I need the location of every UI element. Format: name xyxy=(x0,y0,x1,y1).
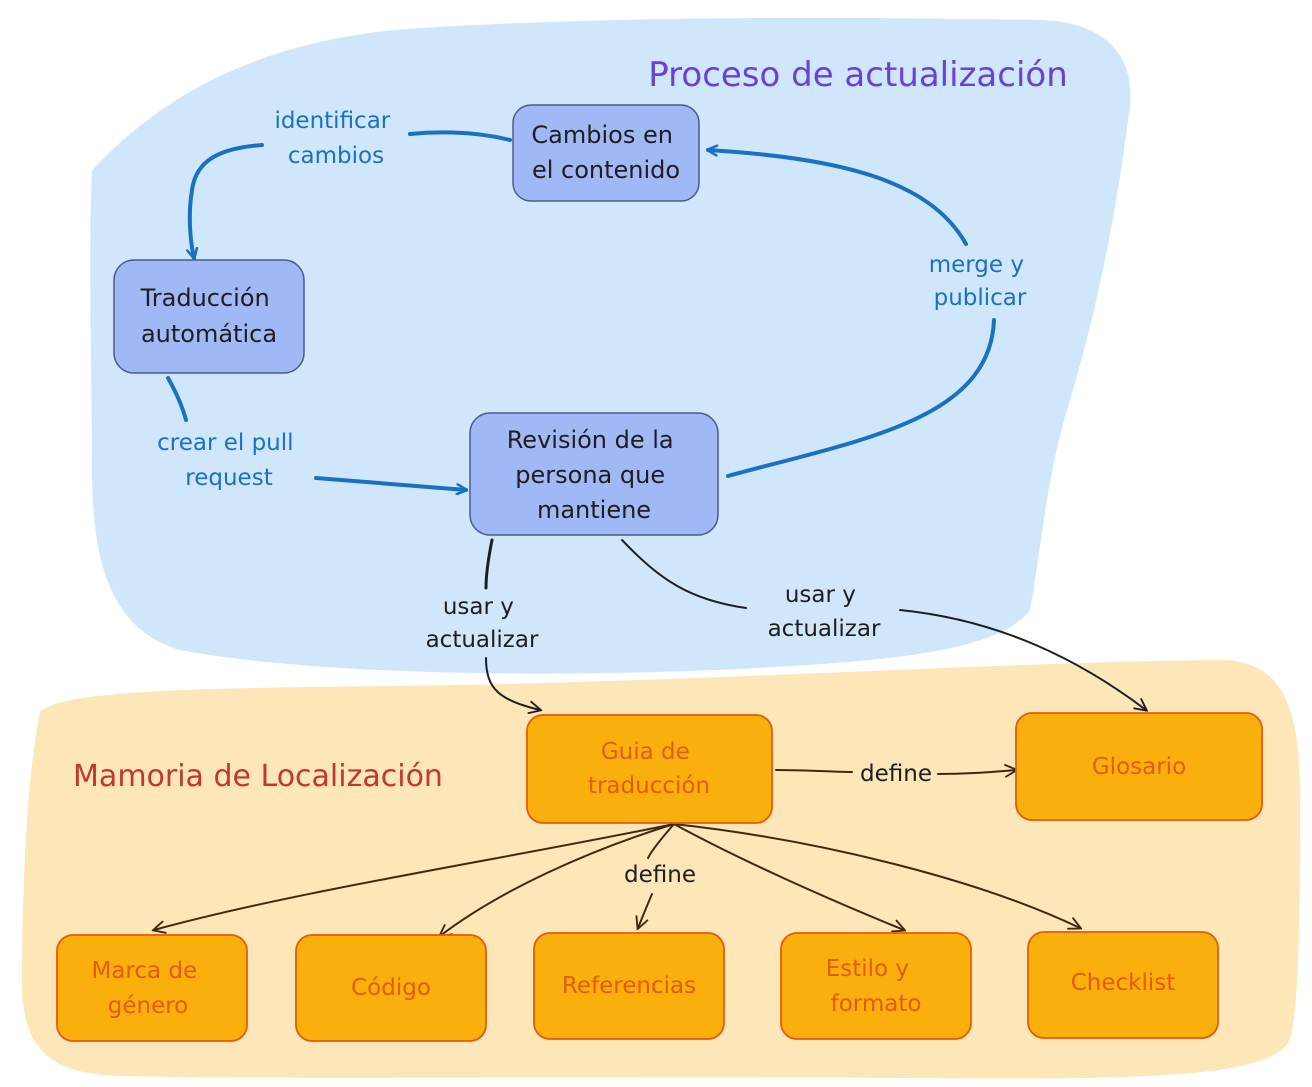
svg-text:Checklist: Checklist xyxy=(1071,970,1176,996)
edge-label-use-update-guide: usar y actualizar xyxy=(426,594,539,653)
node-code: Código xyxy=(295,934,487,1042)
edge-guide-defines-glossary-tail xyxy=(937,770,1016,774)
region-title-localization-memory: Mamoria de Localización xyxy=(73,759,443,794)
node-style-format: Estilo y formato xyxy=(780,932,972,1040)
edge-guide-to-style xyxy=(673,823,904,930)
edge-label-use-update-glossary: usar y actualizar xyxy=(768,582,881,642)
edge-merge-publish-tail xyxy=(708,150,968,246)
node-translation-guide: Guia de traducción xyxy=(526,714,773,824)
region-title-update-process: Proceso de actualización xyxy=(648,55,1068,95)
svg-text:Código: Código xyxy=(351,975,431,1001)
svg-text:Revisión de la persona q: Revisión de la persona que mantiene xyxy=(507,426,682,524)
svg-text:Traducción automática: Traducción automática xyxy=(140,284,278,348)
edge-identify-changes-tail xyxy=(190,143,264,258)
edge-guide-to-references xyxy=(647,823,675,859)
svg-text:Glosario: Glosario xyxy=(1092,754,1186,780)
edge-label-guide-defines-glossary: define xyxy=(860,761,932,787)
region-update-process xyxy=(90,17,1131,674)
edge-guide-to-references-tail xyxy=(638,893,653,928)
node-references: Referencias xyxy=(533,932,725,1040)
node-glossary: Glosario xyxy=(1015,712,1263,821)
edge-use-update-glossary-tail xyxy=(899,609,1146,710)
edge-create-pr xyxy=(314,476,466,490)
svg-text:Guia de traducción: Guia de traducción xyxy=(588,739,710,799)
node-machine-translation: Traducción automática xyxy=(113,259,305,374)
edge-guide-to-checklist xyxy=(673,823,1080,928)
node-checklist: Checklist xyxy=(1027,931,1219,1039)
edge-guide-to-code xyxy=(440,823,675,936)
svg-text:Estilo y formato: Estilo y formato xyxy=(826,956,922,1017)
edge-use-update-glossary xyxy=(621,539,747,609)
edge-label-identify-changes: identificar cambios xyxy=(274,108,397,169)
edge-label-merge-publish: merge y publicar xyxy=(929,252,1032,311)
edge-identify-changes xyxy=(408,130,512,142)
edge-use-update-guide-tail xyxy=(485,657,540,710)
edge-group-guide-defines-children xyxy=(154,823,1080,936)
edge-merge-publish xyxy=(726,318,996,478)
svg-text:Cambios en el contenido: Cambios en el contenido xyxy=(531,121,680,184)
edge-guide-defines-glossary xyxy=(775,769,853,773)
node-maintainer-review: Revisión de la persona que mantiene xyxy=(469,412,719,536)
node-content-changes: Cambios en el contenido xyxy=(512,104,700,202)
edge-guide-to-gender-mark xyxy=(154,823,675,930)
edge-use-update-guide xyxy=(484,538,494,590)
edge-label-guide-defines-children: define xyxy=(624,862,696,888)
svg-text:Marca de género: Marca de género xyxy=(91,958,204,1019)
edge-label-create-pr: crear el pull request xyxy=(157,430,301,491)
edge-create-pr-head xyxy=(166,376,188,422)
node-gender-mark: Marca de género xyxy=(56,934,248,1042)
svg-text:Referencias: Referencias xyxy=(562,973,696,999)
